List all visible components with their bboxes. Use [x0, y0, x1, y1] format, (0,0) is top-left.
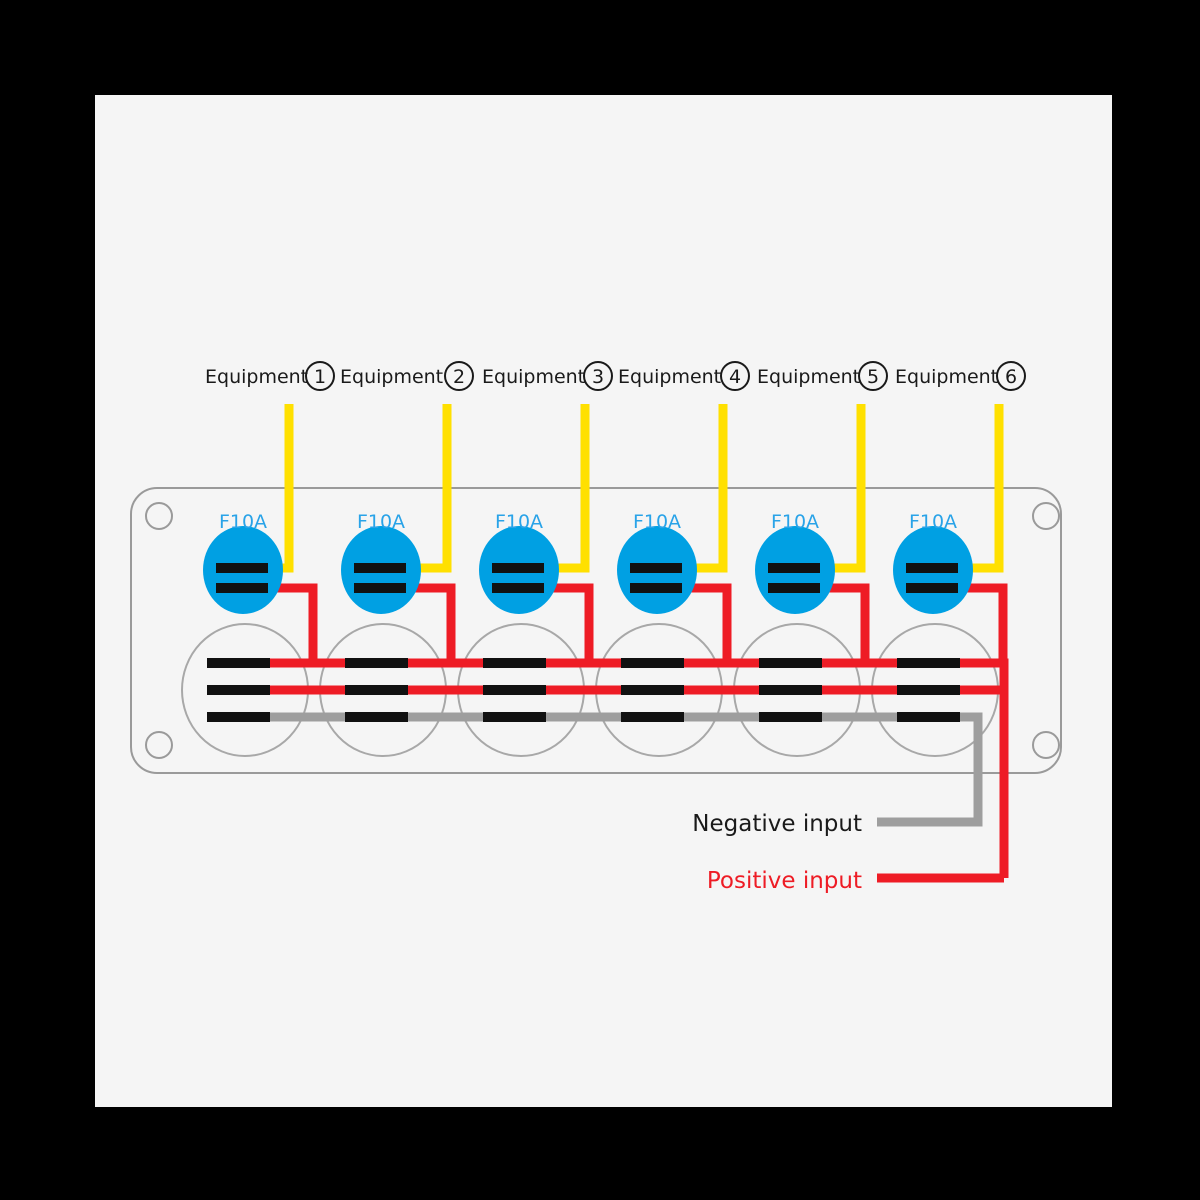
equipment-number-3: 3	[592, 366, 604, 388]
busbar-terminal-3-3	[483, 712, 546, 722]
equipment-label-text-4: Equipment	[618, 366, 721, 388]
switch-unit-4[interactable]: F10A	[617, 511, 697, 614]
busbar-terminals	[207, 658, 960, 722]
switch-unit-2[interactable]: F10A	[341, 511, 421, 614]
busbar-terminal-4-1	[621, 658, 684, 668]
switch-terminal-bottom-6	[906, 583, 958, 593]
equipment-label-text-3: Equipment	[482, 366, 585, 388]
negative-input-label: Negative input	[692, 811, 862, 837]
switch-unit-1[interactable]: F10A	[203, 511, 283, 614]
mounting-hole-bottom-left	[145, 731, 173, 759]
fuse-label-6: F10A	[909, 511, 957, 533]
equipment-number-5: 5	[867, 366, 879, 388]
equipment-number-circle-6	[996, 361, 1026, 391]
mounting-hole-top-left	[145, 502, 173, 530]
fuse-label-5: F10A	[771, 511, 819, 533]
switch-terminal-bottom-5	[768, 583, 820, 593]
busbar-terminal-1-2	[207, 685, 270, 695]
switch-terminal-bottom-3	[492, 583, 544, 593]
switch-unit-6[interactable]: F10A	[893, 511, 973, 614]
equipment-label-text-2: Equipment	[340, 366, 443, 388]
equipment-number-circle-5	[858, 361, 888, 391]
busbar-terminal-2-2	[345, 685, 408, 695]
equipment-number-2: 2	[453, 366, 465, 388]
equipment-label-group-6: Equipment 6	[895, 361, 1026, 391]
positive-input-label: Positive input	[707, 868, 862, 894]
equipment-number-6: 6	[1005, 366, 1017, 388]
equipment-number-4: 4	[729, 366, 741, 388]
busbar-terminal-3-1	[483, 658, 546, 668]
equipment-label-group-4: Equipment 4	[618, 361, 750, 391]
busbar-terminal-6-2	[897, 685, 960, 695]
equipment-label-group-1: Equipment 1	[205, 361, 335, 391]
mounting-hole-top-right	[1032, 502, 1060, 530]
fuse-label-3: F10A	[495, 511, 543, 533]
switch-terminal-top-1	[216, 563, 268, 573]
busbar-terminal-5-2	[759, 685, 822, 695]
equipment-label-group-5: Equipment 5	[757, 361, 888, 391]
busbar-terminal-4-2	[621, 685, 684, 695]
equipment-number-1: 1	[314, 366, 326, 388]
busbar-terminal-5-1	[759, 658, 822, 668]
equipment-label-group-3: Equipment 3	[482, 361, 613, 391]
switch-unit-3[interactable]: F10A	[479, 511, 559, 614]
busbar-terminal-6-1	[897, 658, 960, 668]
busbar-terminal-5-3	[759, 712, 822, 722]
mounting-hole-bottom-right	[1032, 731, 1060, 759]
switch-terminal-top-6	[906, 563, 958, 573]
busbar-terminal-6-3	[897, 712, 960, 722]
busbar-terminal-3-2	[483, 685, 546, 695]
equipment-number-circle-1	[305, 361, 335, 391]
busbar-terminal-4-3	[621, 712, 684, 722]
switch-terminal-top-4	[630, 563, 682, 573]
switch-terminal-top-5	[768, 563, 820, 573]
switch-terminal-bottom-4	[630, 583, 682, 593]
equipment-label-text-5: Equipment	[757, 366, 860, 388]
equipment-label-text-1: Equipment	[205, 366, 308, 388]
fuse-label-1: F10A	[219, 511, 267, 533]
equipment-number-circle-2	[444, 361, 474, 391]
equipment-number-circle-4	[720, 361, 750, 391]
switch-terminal-bottom-1	[216, 583, 268, 593]
equipment-label-text-6: Equipment	[895, 366, 998, 388]
switch-unit-5[interactable]: F10A	[755, 511, 835, 614]
busbar-terminal-2-1	[345, 658, 408, 668]
busbar-terminal-1-1	[207, 658, 270, 668]
switch-terminal-bottom-2	[354, 583, 406, 593]
fuse-label-2: F10A	[357, 511, 405, 533]
busbar-terminal-2-3	[345, 712, 408, 722]
equipment-label-group-2: Equipment 2	[340, 361, 474, 391]
switch-terminal-top-2	[354, 563, 406, 573]
equipment-number-circle-3	[583, 361, 613, 391]
wire-busbar-negative	[213, 712, 983, 827]
busbar-terminal-1-3	[207, 712, 270, 722]
fuse-label-4: F10A	[633, 511, 681, 533]
switch-terminal-top-3	[492, 563, 544, 573]
